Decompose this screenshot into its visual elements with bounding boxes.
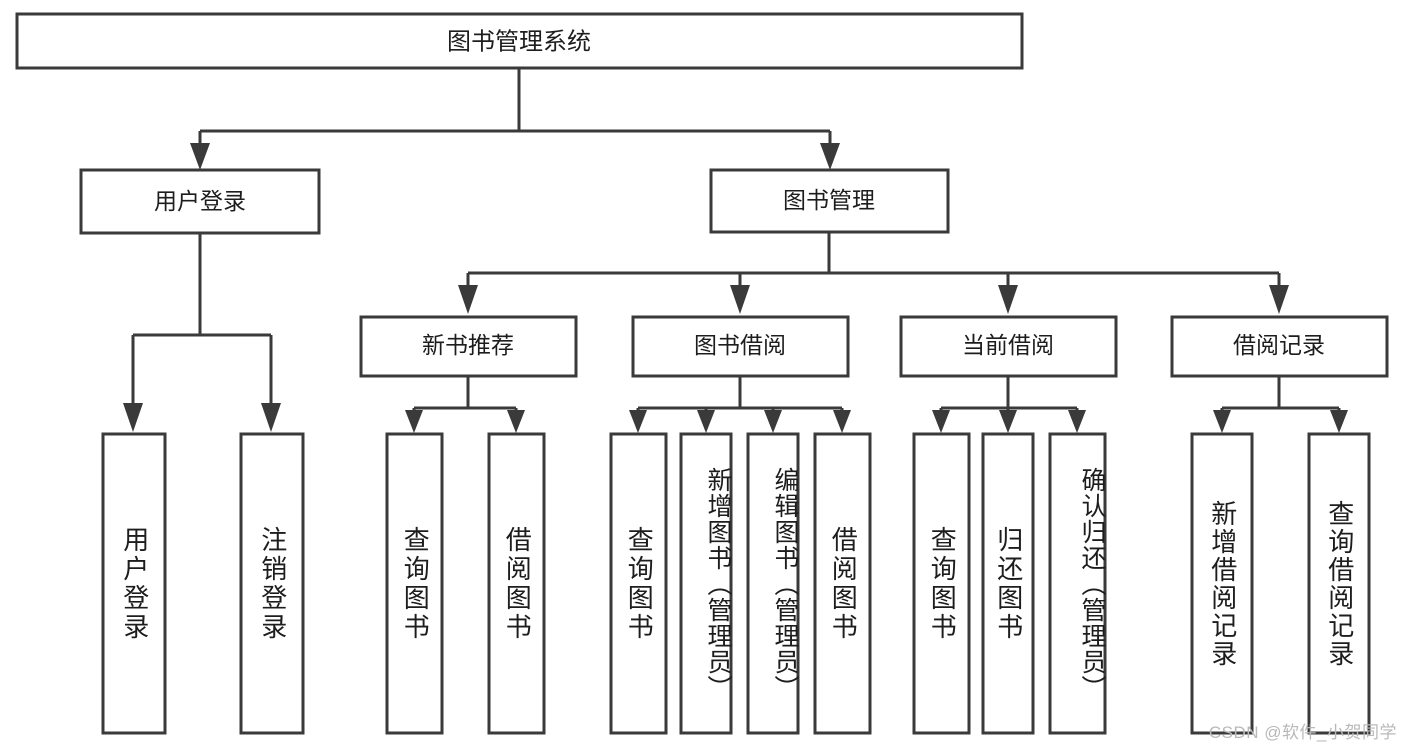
- connector-bookmgmt-to-level3: [458, 232, 1289, 314]
- node-user-login[interactable]: 用户登录: [79, 168, 321, 235]
- leaf-box-borrow-record-1[interactable]: [1190, 432, 1254, 735]
- node-book-management-label: 图书管理: [783, 187, 875, 213]
- leaf-box-user-login-2[interactable]: [239, 432, 305, 735]
- leaf-box-current-borrow-3[interactable]: [1048, 432, 1107, 735]
- node-new-book-recommend[interactable]: 新书推荐: [359, 315, 578, 378]
- node-book-borrow-label: 图书借阅: [694, 332, 786, 358]
- csdn-watermark: CSDN @软件_小贺同学: [1208, 723, 1397, 742]
- node-borrow-record-label: 借阅记录: [1233, 332, 1325, 358]
- connector-newbook-to-leaves: [405, 376, 525, 433]
- connector-userlogin-to-leaves: [123, 233, 281, 432]
- node-current-borrow-label: 当前借阅: [962, 332, 1054, 358]
- leaf-box-book-borrow-1[interactable]: [609, 432, 668, 735]
- leaf-box-current-borrow-1[interactable]: [912, 432, 971, 735]
- leaf-box-book-borrow-2[interactable]: [679, 432, 733, 735]
- connector-bookborrow-to-leaves: [629, 376, 851, 433]
- node-current-borrow[interactable]: 当前借阅: [899, 315, 1118, 378]
- leaf-box-book-borrow-4[interactable]: [813, 432, 872, 735]
- node-borrow-record[interactable]: 借阅记录: [1170, 315, 1389, 378]
- connector-root-to-level2: [190, 68, 840, 170]
- leaf-box-user-login-1[interactable]: [101, 432, 167, 735]
- node-user-login-label: 用户登录: [154, 188, 246, 214]
- connector-borrowrecord-to-leaves: [1213, 376, 1348, 433]
- leaf-box-borrow-record-2[interactable]: [1307, 432, 1371, 735]
- node-root-label: 图书管理系统: [447, 28, 591, 55]
- leaf-box-new-book-2[interactable]: [487, 432, 546, 735]
- connector-currentborrow-to-leaves: [932, 376, 1086, 433]
- node-new-book-recommend-label: 新书推荐: [422, 332, 514, 358]
- node-book-borrow[interactable]: 图书借阅: [631, 315, 850, 378]
- node-root[interactable]: 图书管理系统: [15, 12, 1024, 70]
- leaf-box-current-borrow-2[interactable]: [981, 432, 1035, 735]
- leaf-box-new-book-1[interactable]: [385, 432, 444, 735]
- leaf-box-book-borrow-3[interactable]: [746, 432, 800, 735]
- node-book-management[interactable]: 图书管理: [709, 168, 950, 234]
